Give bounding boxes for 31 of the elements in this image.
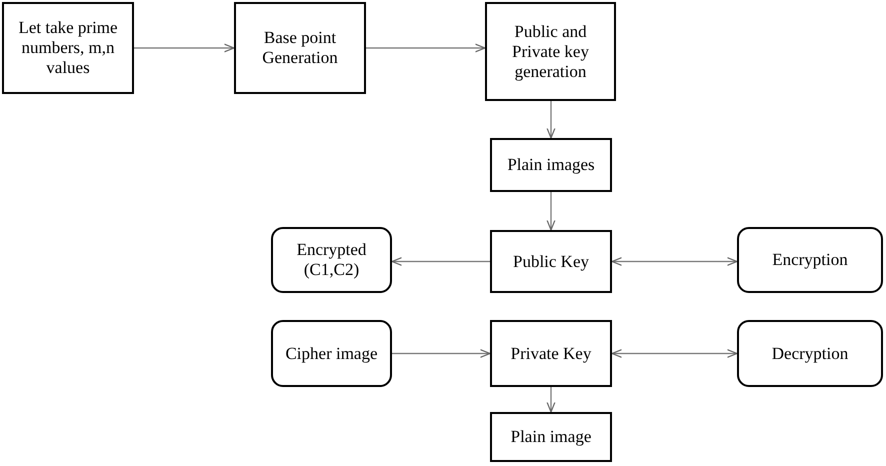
- rounded-box: [271, 320, 392, 387]
- node-label: Plain images: [507, 155, 595, 175]
- process-box: [490, 320, 612, 387]
- node-label: Public Key: [512, 252, 590, 272]
- process-box: [490, 138, 612, 192]
- process-box: [490, 412, 612, 462]
- node-label: Base point Generation: [261, 28, 339, 68]
- arrow: [611, 257, 738, 266]
- arrow: [391, 257, 490, 266]
- arrow: [546, 101, 556, 139]
- node-label: Public and Private key generation: [511, 22, 590, 82]
- node-label: Cipher image: [285, 344, 378, 364]
- arrow: [366, 44, 486, 52]
- process-box: [485, 2, 616, 101]
- arrow: [611, 349, 738, 358]
- rounded-box: [271, 227, 392, 293]
- rounded-box: [737, 320, 883, 387]
- node-label: Encryption: [772, 250, 848, 270]
- rounded-box: [737, 227, 883, 293]
- node-label: Encrypted (C1,C2): [296, 240, 368, 280]
- process-box: [490, 230, 612, 293]
- arrow: [546, 387, 556, 413]
- arrow: [392, 349, 491, 358]
- node-label: Let take prime numbers, m,n values: [17, 18, 119, 78]
- node-label: Decryption: [772, 344, 848, 364]
- process-box: [2, 2, 134, 94]
- arrow: [546, 192, 556, 231]
- node-label: Plain image: [510, 427, 592, 447]
- node-label: Private Key: [510, 344, 592, 364]
- arrow: [134, 44, 235, 52]
- process-box: [234, 2, 366, 94]
